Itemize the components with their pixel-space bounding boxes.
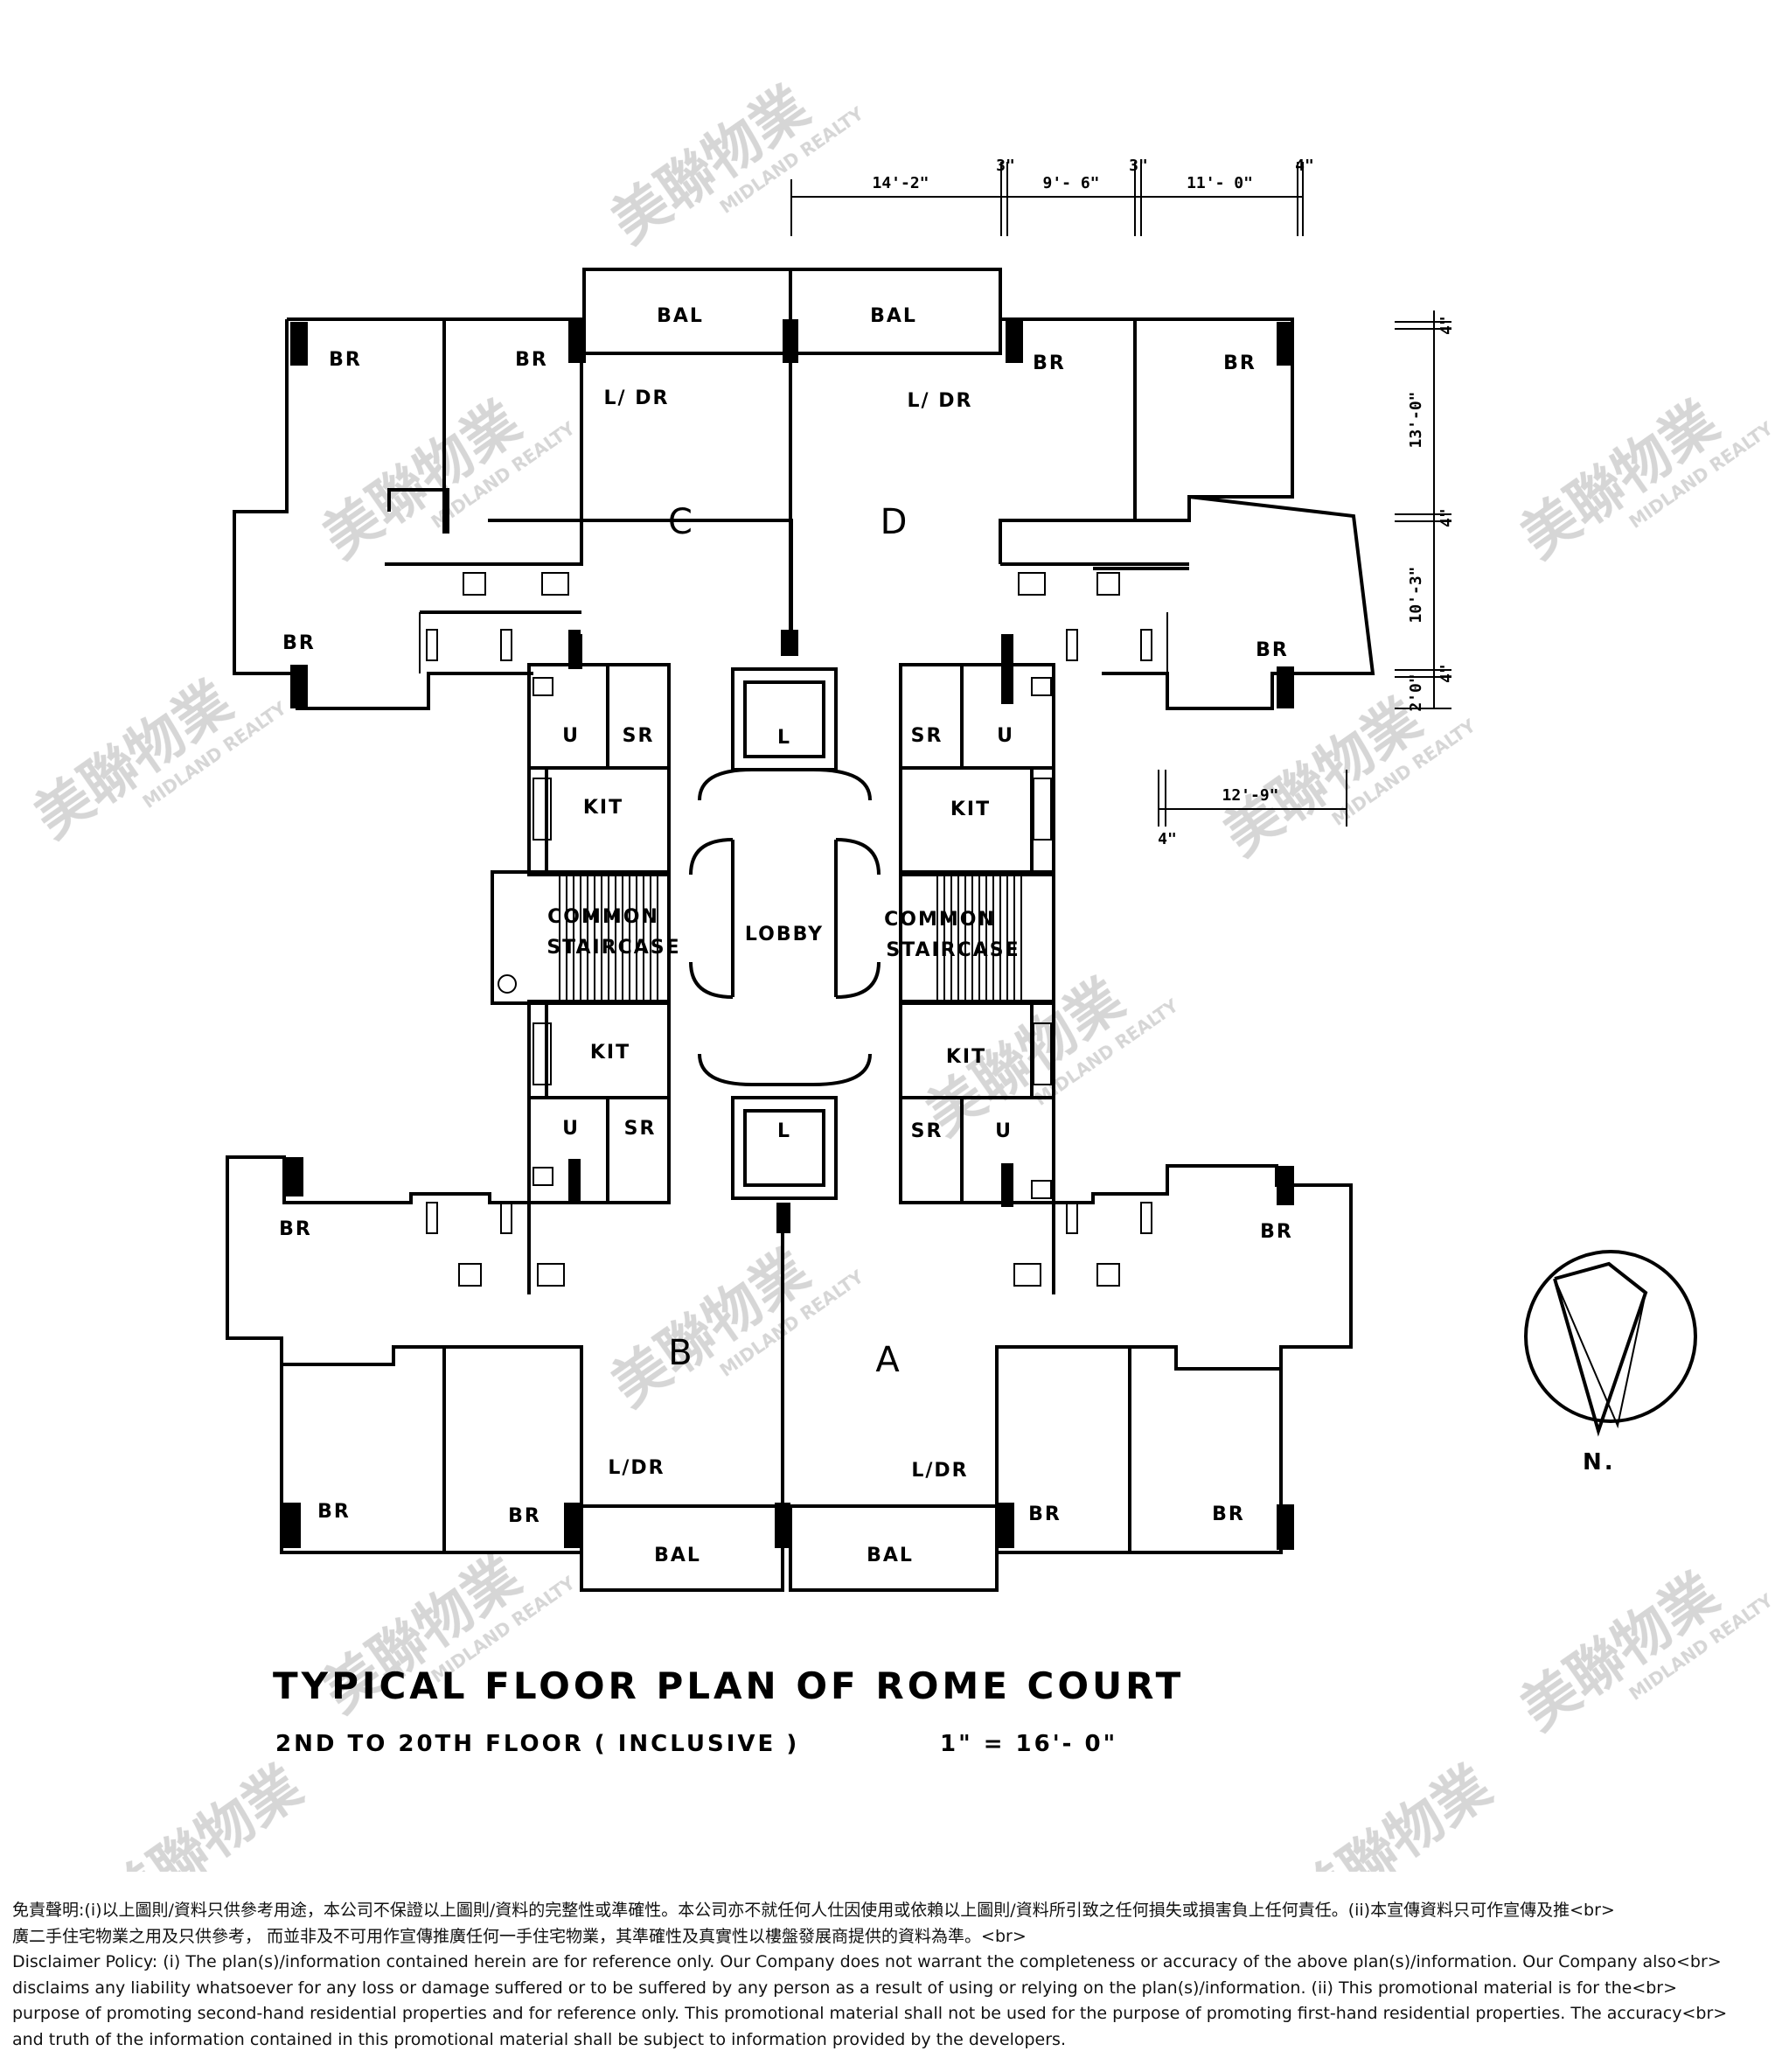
room-label: BR [508, 1505, 541, 1527]
north-arrow: N. [1524, 1250, 1697, 1476]
room-label: L [777, 727, 791, 749]
room-label: COMMON [884, 909, 996, 931]
room-label: SR [624, 1118, 657, 1140]
room-label: SR [911, 1120, 943, 1142]
disclaimer-en-line: and truth of the information contained i… [12, 2029, 1066, 2049]
room-label: U [995, 1120, 1013, 1142]
dim-label: 9'- 6" [1042, 174, 1099, 192]
room-label: BR [1033, 352, 1066, 374]
right-dimensions: 4" 13'-0" 4" 10'-3" 4" 2'0" [1395, 310, 1456, 712]
room-label: BR [329, 349, 362, 371]
room-label: LOBBY [745, 924, 824, 945]
dim-label: 3" [1129, 157, 1148, 175]
dim-label: 14'-2" [872, 174, 929, 192]
room-label: SR [623, 725, 655, 747]
room-label: BR [317, 1501, 351, 1523]
unit-a-walls [789, 1164, 1353, 1592]
watermark-cn: 美聯物業 [94, 1755, 314, 1872]
top-dimensions: 14'-2" 3" 9'- 6" 3" 11'- 0" 4" [790, 157, 1314, 236]
unit-d-width-dimension: 12'-9" 4" [1158, 770, 1347, 848]
room-label: BR [515, 349, 548, 371]
room-label: L [777, 1120, 791, 1142]
room-label: BAL [870, 305, 917, 327]
unit-c-walls [233, 268, 793, 710]
dim-label: 13'-0" [1407, 391, 1425, 448]
room-label: KIT [590, 1042, 630, 1064]
dim-label: 10'-3" [1407, 566, 1425, 623]
disclaimer-cn-line: 廣二手住宅物業之用及只供參考， 而並非及不可用作宣傳推廣任何一手住宅物業，其準確… [12, 1926, 1027, 1946]
room-label: BR [279, 1218, 312, 1240]
disclaimer-cn-line: 免責聲明:(i)以上圖則/資料只供參考用途，本公司不保證以上圖則/資料的完整性或… [12, 1901, 1615, 1920]
dim-label: 4" [1437, 508, 1456, 527]
watermark-cn: 美聯物業 [1283, 1755, 1503, 1872]
dim-label: 4" [1158, 830, 1177, 848]
plan-scale: 1" = 16'- 0" [940, 1731, 1117, 1757]
plan-title-block: TYPICAL FLOOR PLAN OF ROME COURT 2ND TO … [273, 1664, 1184, 1757]
unit-label-b: B [668, 1333, 692, 1373]
dim-label: 4" [1437, 316, 1456, 335]
room-label: BR [1212, 1503, 1245, 1525]
disclaimer-en-line: disclaims any liability whatsoever for a… [12, 1978, 1678, 1998]
unit-label-d: D [881, 502, 908, 542]
room-label: BR [1223, 352, 1256, 374]
room-label: STAIRCASE [546, 937, 680, 959]
room-label: BAL [654, 1545, 701, 1566]
staircase-steps-right [936, 875, 1022, 1001]
room-label: KIT [946, 1046, 986, 1068]
room-label: STAIRCASE [886, 939, 1020, 961]
dim-label: 11'- 0" [1187, 174, 1253, 192]
room-label: KIT [583, 797, 623, 819]
staircase-steps-left [559, 875, 658, 1001]
floor-plan: 美聯物業 MIDLAND REALTY 美聯物業 MIDLAND REALTY … [24, 75, 1778, 1872]
room-label: SR [911, 725, 943, 747]
north-label: N. [1583, 1449, 1616, 1476]
disclaimer-en-line: Disclaimer Policy: (i) The plan(s)/infor… [12, 1952, 1722, 1971]
room-label: U [997, 725, 1014, 747]
room-label: U [562, 1118, 580, 1140]
plan-title: TYPICAL FLOOR PLAN OF ROME COURT [273, 1664, 1184, 1707]
room-label: KIT [950, 799, 991, 820]
dim-label: 4" [1295, 157, 1314, 175]
room-label: BR [1260, 1221, 1293, 1243]
dim-label: 4" [1437, 664, 1456, 683]
unit-label-a: A [875, 1340, 900, 1380]
dim-label: 2'0" [1407, 673, 1425, 711]
room-label: BR [1028, 1503, 1062, 1525]
room-label: BR [1256, 639, 1289, 661]
unit-label-c: C [668, 502, 693, 542]
unit-d-walls [781, 268, 1375, 710]
plan-subtitle: 2ND TO 20TH FLOOR ( INCLUSIVE ) [275, 1731, 799, 1757]
room-label: L/DR [911, 1460, 968, 1482]
room-label: COMMON [547, 906, 659, 928]
room-label: U [562, 725, 580, 747]
dim-label: 3" [996, 157, 1015, 175]
unit-b-walls [226, 1155, 790, 1592]
room-label: BR [282, 632, 316, 654]
core-walls [491, 630, 1055, 1207]
room-label: BAL [867, 1545, 914, 1566]
room-label: L/ DR [604, 387, 670, 409]
room-label: L/ DR [908, 390, 973, 412]
room-labels: BAL BR BR L/ DR BR C BAL BR BR L/ DR BR … [279, 305, 1293, 1566]
disclaimer: 免責聲明:(i)以上圖則/資料只供參考用途，本公司不保證以上圖則/資料的完整性或… [12, 1898, 1779, 2053]
dim-label: 12'-9" [1222, 786, 1278, 805]
room-label: BAL [657, 305, 704, 327]
room-label: L/DR [608, 1457, 665, 1479]
disclaimer-en-line: purpose of promoting second-hand residen… [12, 2004, 1728, 2023]
